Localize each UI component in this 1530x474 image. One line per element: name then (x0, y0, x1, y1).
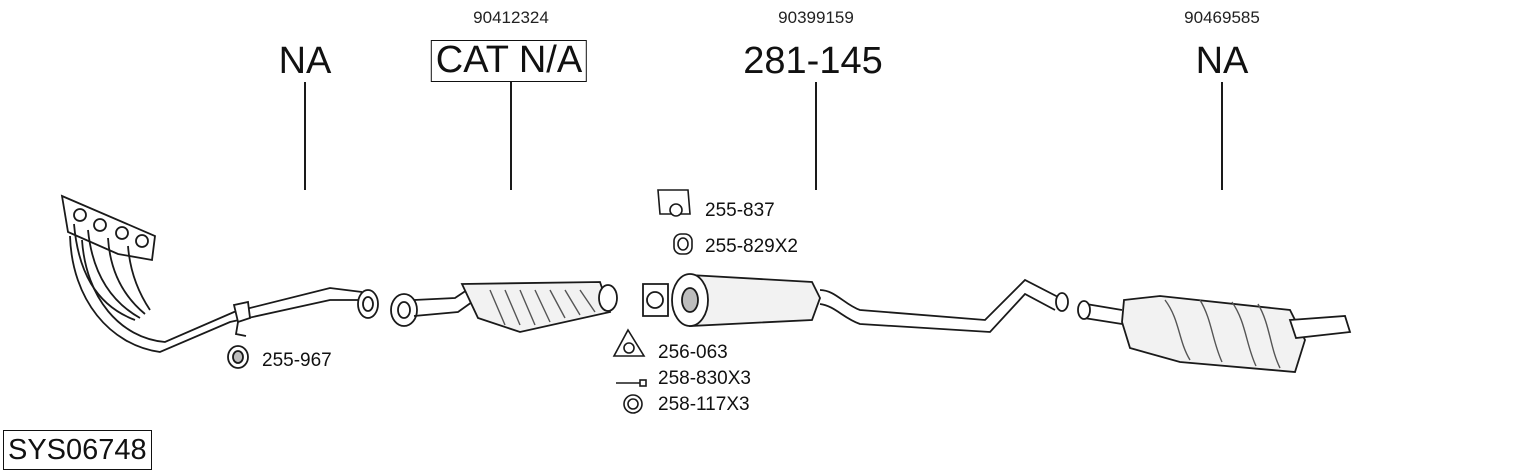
mount-255-829-icon (673, 233, 693, 255)
catalytic-converter (390, 281, 618, 333)
bolt-258-830-icon (616, 379, 647, 387)
middle-silencer (642, 273, 1069, 333)
code-281-145: 281-145 (743, 40, 883, 82)
rubber-mount-icon (227, 345, 249, 369)
oem-number-cat: 90412324 (473, 8, 549, 27)
oem-number-rear-silencer: 90469585 (1184, 8, 1260, 27)
washer-258-117-icon (623, 394, 643, 414)
flange-1 (357, 289, 379, 319)
label-258-117x3: 258-117X3 (658, 394, 750, 415)
code-na-rear: NA (1195, 40, 1249, 82)
label-258-830x3: 258-830X3 (658, 368, 751, 389)
label-255-967: 255-967 (262, 350, 332, 371)
gasket-256-063-icon (612, 328, 646, 357)
label-255-837: 255-837 (705, 200, 775, 221)
hanger-255-837-icon (657, 189, 691, 217)
label-255-829x2: 255-829X2 (705, 236, 798, 257)
system-id-badge: SYS06748 (3, 430, 152, 470)
code-na-manifold: NA (278, 40, 332, 82)
rear-silencer (1077, 295, 1352, 373)
code-cat-na: CAT N/A (430, 40, 588, 82)
exhaust-manifold (60, 194, 363, 353)
label-256-063: 256-063 (658, 342, 728, 363)
oem-number-middle-silencer: 90399159 (778, 8, 854, 27)
